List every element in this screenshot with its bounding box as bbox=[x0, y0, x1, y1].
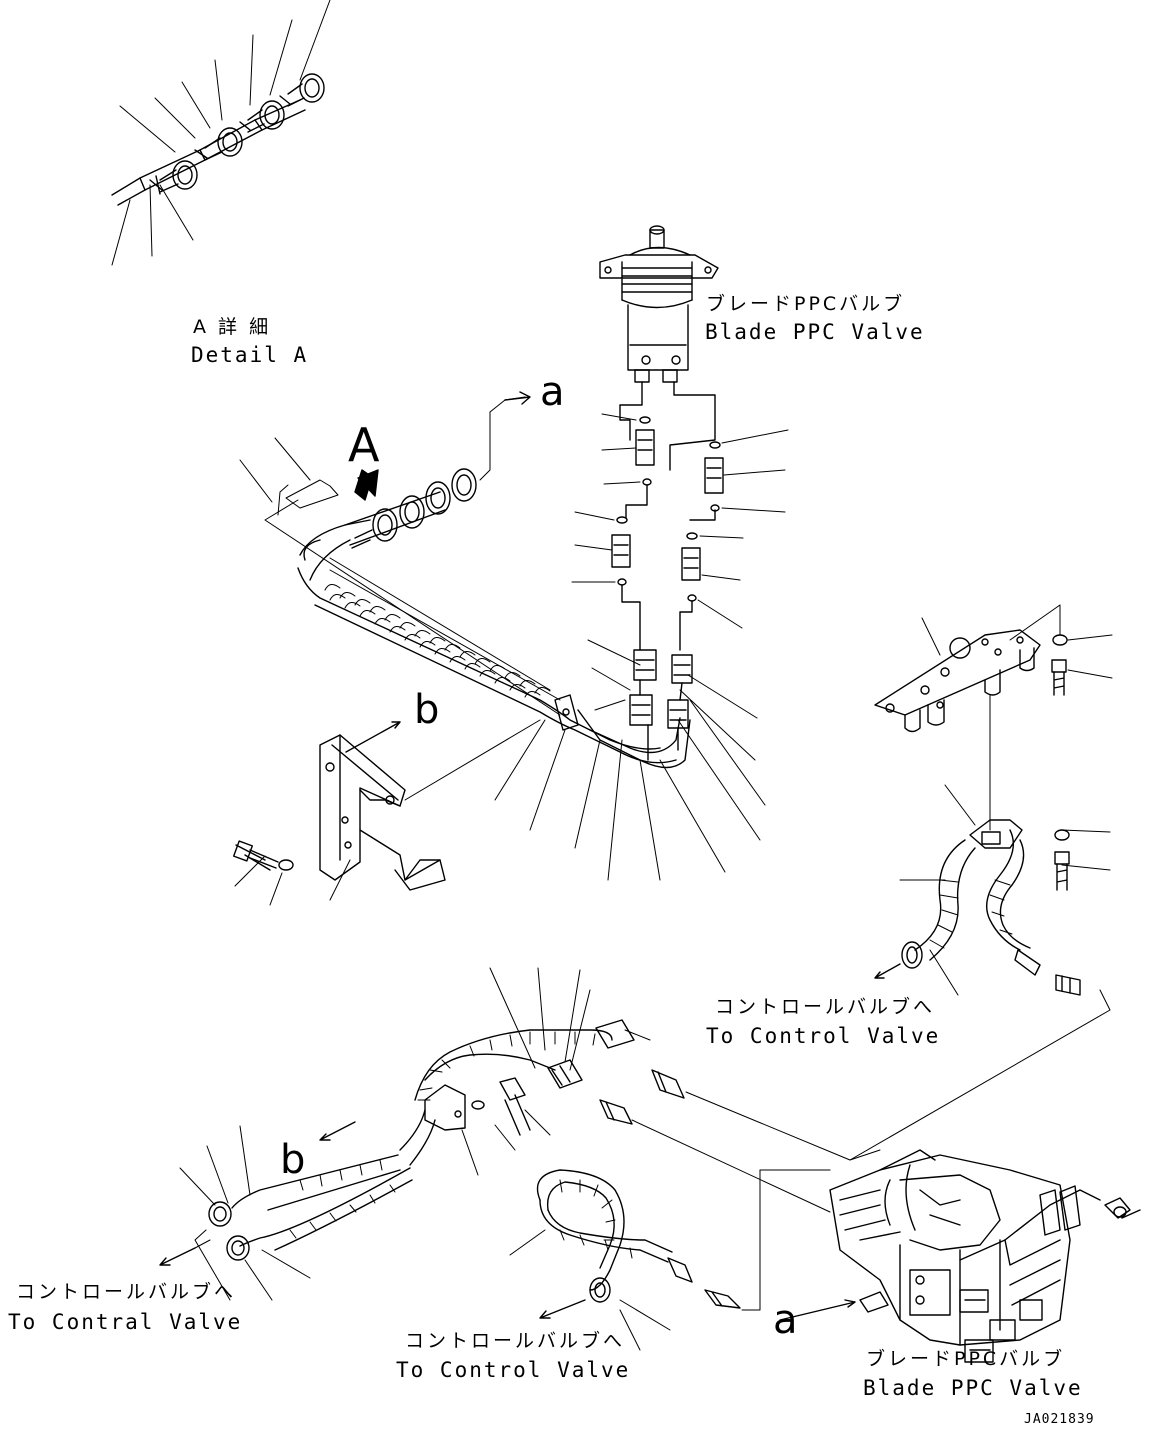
ref-b-top: b bbox=[414, 687, 440, 733]
detail-a-coupler-4 bbox=[280, 74, 324, 106]
ppc-valve-top-label-jp: ブレードPPCバルブ bbox=[706, 293, 906, 315]
bracket-b bbox=[234, 720, 540, 905]
ppc-valve-bottom-label-en: Blade PPC Valve bbox=[863, 1376, 1083, 1400]
drawing-code: JA021839 bbox=[1024, 1412, 1095, 1427]
to-control-valve-left-en: To Contral Valve bbox=[8, 1310, 243, 1334]
ppc-valve-bottom-label-jp: ブレードPPCバルブ bbox=[866, 1348, 1066, 1370]
detail-a-coupler-1 bbox=[150, 161, 197, 194]
to-control-valve-right-en: To Control Valve bbox=[706, 1024, 941, 1048]
middle-loop-hose bbox=[510, 1170, 830, 1350]
right-hose-assembly bbox=[850, 785, 1110, 1160]
ppc-valve-top bbox=[600, 226, 718, 382]
view-a-marker: A bbox=[348, 418, 380, 472]
upper-hose-assembly bbox=[240, 392, 765, 880]
lower-hose-assembly bbox=[160, 968, 850, 1300]
ppc-valve-top-label-en: Blade PPC Valve bbox=[705, 320, 925, 344]
mounting-plate bbox=[875, 605, 1112, 830]
to-control-valve-mid-en: To Control Valve bbox=[396, 1358, 631, 1382]
detail-a-title-jp: A 詳 細 bbox=[193, 316, 272, 338]
to-control-valve-left-jp: コントロールバルブへ bbox=[16, 1281, 237, 1303]
detail-a-coupler-2 bbox=[195, 128, 242, 160]
to-control-valve-mid-jp: コントロールバルブへ bbox=[405, 1330, 626, 1352]
ref-b-bottom: b bbox=[280, 1137, 306, 1183]
detail-a-coupler-3 bbox=[240, 101, 284, 132]
detail-a-title-en: Detail A bbox=[191, 343, 309, 367]
ref-a-bottom: a bbox=[773, 1297, 798, 1343]
ref-a-top: a bbox=[540, 369, 565, 415]
detail-a-drawing bbox=[112, 0, 330, 265]
control-valve bbox=[760, 1150, 1140, 1362]
to-control-valve-right-jp: コントロールバルブへ bbox=[715, 996, 936, 1018]
ppc-fittings bbox=[572, 382, 788, 650]
